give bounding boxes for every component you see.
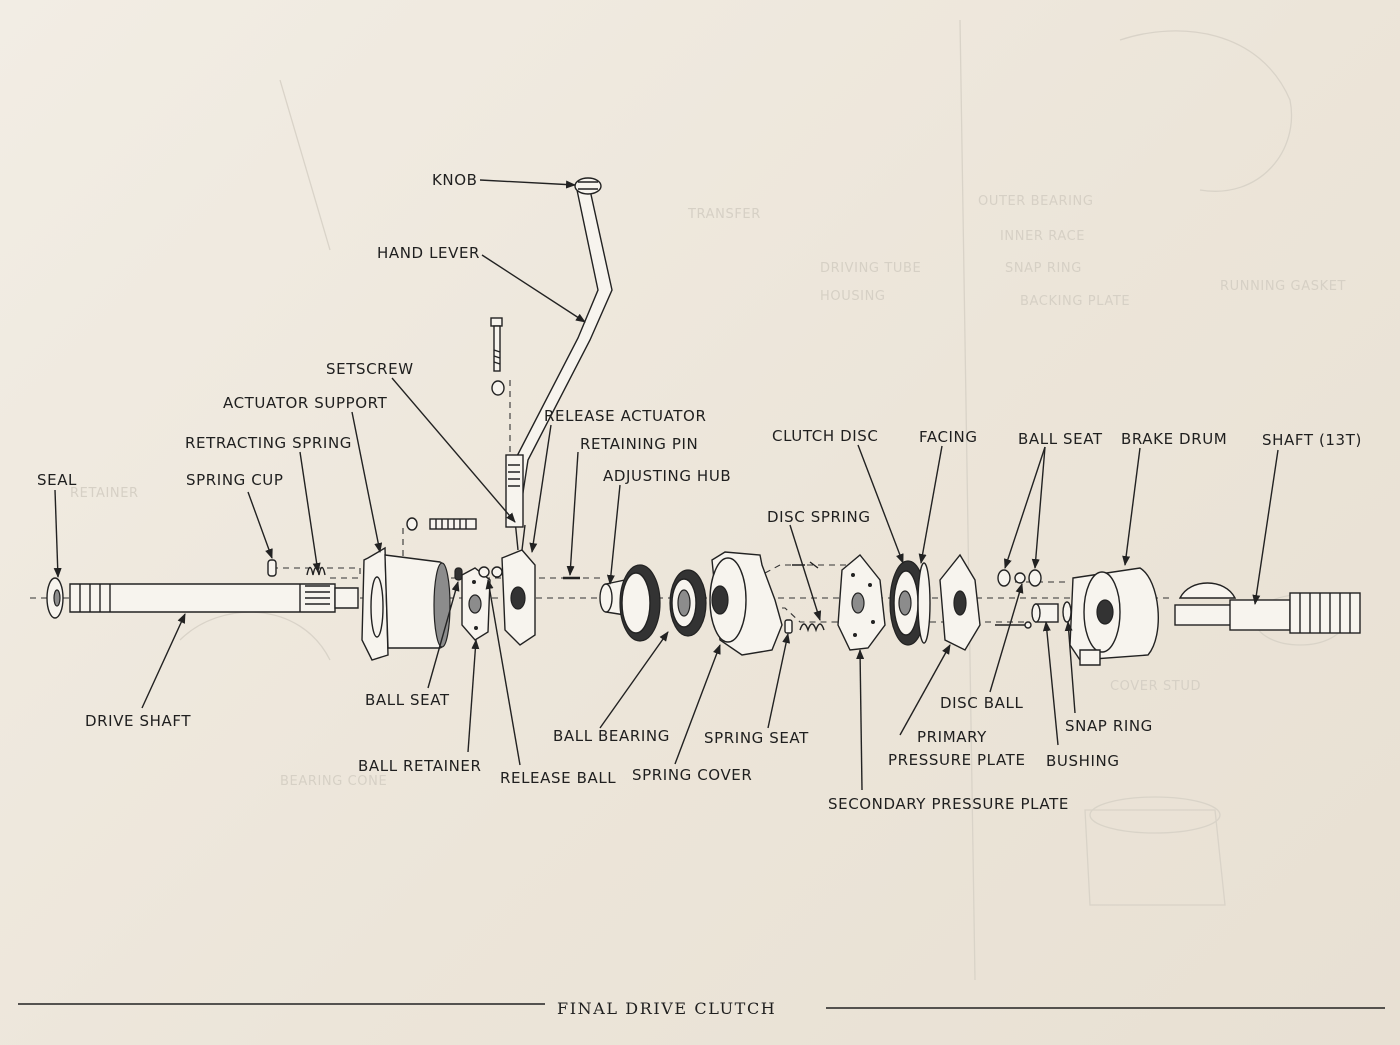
secondary-pressure-plate-part — [837, 554, 886, 651]
label-setscrew: SETSCREW — [326, 360, 414, 378]
brake-drum-part — [1069, 567, 1159, 666]
label-release-actuator: RELEASE ACTUATOR — [544, 407, 706, 425]
label-ball-retainer: BALL RETAINER — [358, 757, 482, 775]
svg-text:COVER STUD: COVER STUD — [1110, 679, 1201, 694]
knob-part — [574, 177, 602, 195]
snap-ring-part — [1062, 601, 1072, 623]
screws-right-part — [995, 621, 1032, 629]
svg-text:TRANSFER: TRANSFER — [687, 207, 761, 222]
leader-lines — [53, 179, 1279, 791]
label-spring-cup: SPRING CUP — [186, 471, 284, 489]
label-retracting-spring: RETRACTING SPRING — [185, 434, 352, 452]
label-hand-lever: HAND LEVER — [377, 244, 480, 262]
label-release-ball: RELEASE BALL — [500, 769, 616, 787]
ball-seat-part — [454, 567, 463, 581]
ball-bearing-part — [669, 569, 707, 637]
svg-text:INNER RACE: INNER RACE — [1000, 229, 1085, 244]
label-spring-seat: SPRING SEAT — [704, 729, 809, 747]
svg-text:HOUSING: HOUSING — [820, 289, 886, 304]
bushing-part — [1031, 603, 1059, 623]
label-retaining-pin: RETAINING PIN — [580, 435, 698, 453]
ball-retainer-part — [461, 567, 491, 641]
label-adjusting-hub: ADJUSTING HUB — [603, 467, 731, 485]
drive-shaft-part — [69, 583, 359, 613]
label-disc-spring: DISC SPRING — [767, 508, 871, 526]
disc-spring-part — [792, 561, 825, 633]
label-brake-drum: BRAKE DRUM — [1121, 430, 1227, 448]
retracting-spring-part — [306, 566, 326, 576]
label-knob: KNOB — [432, 171, 478, 189]
svg-text:SNAP RING: SNAP RING — [1005, 261, 1082, 276]
svg-text:BEARING CONE: BEARING CONE — [280, 774, 387, 789]
label-primary-pressure-plate-2: PRESSURE PLATE — [888, 751, 1026, 769]
part-labels: KNOB HAND LEVER SETSCREW ACTUATOR SUPPOR… — [37, 171, 1362, 813]
label-ball-seat-bottom: BALL SEAT — [365, 691, 450, 709]
hand-lever-part — [505, 189, 613, 528]
label-ball-bearing: BALL BEARING — [553, 727, 670, 745]
lever-bolt-part — [490, 317, 505, 396]
label-drive-shaft: DRIVE SHAFT — [85, 712, 191, 730]
clutch-disc-part — [889, 560, 927, 646]
label-secondary-pressure-plate: SECONDARY PRESSURE PLATE — [828, 795, 1069, 813]
primary-pressure-plate-part — [939, 553, 981, 651]
label-actuator-support: ACTUATOR SUPPORT — [223, 394, 388, 412]
spring-cup-part — [267, 559, 277, 577]
figure-caption: FINAL DRIVE CLUTCH — [18, 999, 1385, 1018]
spring-seat-part — [784, 619, 793, 634]
label-ball-seat-top: BALL SEAT — [1018, 430, 1103, 448]
setscrew-bolt-part — [406, 517, 477, 531]
label-snap-ring: SNAP RING — [1065, 717, 1153, 735]
bleed-through-background: TRANSFER DRIVING TUBE HOUSING OUTER BEAR… — [70, 19, 1346, 981]
svg-text:BACKING PLATE: BACKING PLATE — [1020, 294, 1130, 309]
label-primary-pressure-plate-1: PRIMARY — [917, 728, 987, 746]
svg-text:DRIVING TUBE: DRIVING TUBE — [820, 261, 921, 276]
label-bushing: BUSHING — [1046, 752, 1120, 770]
facing-part — [917, 562, 931, 644]
adjusting-hub-part — [599, 564, 661, 642]
actuator-support-part — [361, 546, 451, 661]
label-spring-cover: SPRING COVER — [632, 766, 752, 784]
svg-text:RETAINER: RETAINER — [70, 486, 139, 501]
shaft-13t-part — [1174, 582, 1361, 634]
label-clutch-disc: CLUTCH DISC — [772, 427, 878, 445]
label-shaft-13t: SHAFT (13T) — [1262, 431, 1362, 449]
svg-text:RUNNING GASKET: RUNNING GASKET — [1220, 279, 1346, 294]
figure-title: FINAL DRIVE CLUTCH — [557, 999, 776, 1018]
release-actuator-part — [501, 519, 536, 646]
seal-part — [46, 577, 64, 619]
label-facing: FACING — [919, 428, 978, 446]
label-seal: SEAL — [37, 471, 77, 489]
spring-cover-part — [709, 551, 783, 656]
label-disc-ball: DISC BALL — [940, 694, 1023, 712]
release-ball-part — [478, 566, 503, 578]
svg-text:OUTER BEARING: OUTER BEARING — [978, 194, 1094, 209]
ball-seats-right-part — [997, 569, 1042, 587]
